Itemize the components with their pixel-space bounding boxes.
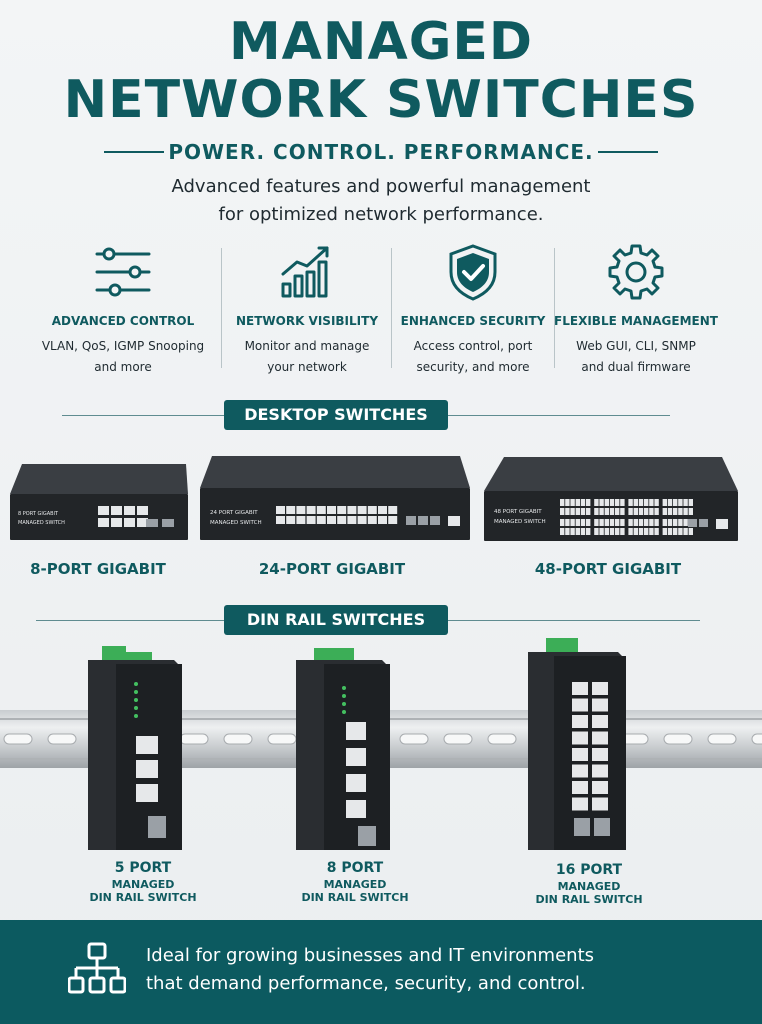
- footer-line1: Ideal for growing businesses and IT envi…: [146, 945, 595, 966]
- din-switch-16port: [528, 638, 626, 850]
- page-title-line1: MANAGED: [228, 12, 534, 72]
- tagline-rule-left: [104, 151, 164, 153]
- feature-desc-line1: Monitor and manage: [244, 339, 370, 353]
- din-label-line2: MANAGED: [111, 878, 175, 891]
- feature-desc-line2: and dual firmware: [581, 360, 691, 374]
- din-label-line3: DIN RAIL SWITCH: [301, 891, 409, 904]
- device-label: MANAGED SWITCH: [18, 520, 65, 526]
- feature-desc-line2: and more: [94, 360, 152, 374]
- din-label-5port: 5 PORT MANAGED DIN RAIL SWITCH: [84, 860, 202, 904]
- din-label-line1: 5 PORT: [114, 860, 172, 876]
- feature-desc-line1: Web GUI, CLI, SNMP: [576, 339, 696, 353]
- footer-line2: that demand performance, security, and c…: [146, 973, 586, 994]
- section-rule-right: [448, 415, 670, 416]
- device-label: 8 PORT GIGABIT: [18, 511, 59, 517]
- din-switch-8port: [296, 648, 390, 850]
- device-label: 24 PORT GIGABIT: [210, 510, 258, 516]
- desktop-switch-8port: 8 PORT GIGABIT MANAGED SWITCH: [10, 464, 188, 540]
- page-title-line2: NETWORK SWITCHES: [63, 70, 699, 130]
- feature-desc-line2: security, and more: [416, 360, 530, 374]
- tagline-row: POWER. CONTROL. PERFORMANCE.: [0, 138, 762, 166]
- feature-network-visibility: NETWORK VISIBILITY Monitor and manage yo…: [222, 240, 392, 378]
- tagline: POWER. CONTROL. PERFORMANCE.: [168, 140, 594, 164]
- description-line2: for optimized network performance.: [218, 204, 544, 225]
- desktop-switch-48port: 48 PORT GIGABIT MANAGED SWITCH: [484, 457, 738, 541]
- gear-icon: [551, 240, 721, 304]
- section-rule-left: [62, 415, 224, 416]
- din-label-line2: MANAGED: [557, 880, 621, 893]
- feature-desc-line1: Access control, port: [413, 339, 533, 353]
- feature-desc-line2: your network: [267, 360, 347, 374]
- feature-title: ADVANCED CONTROL: [51, 314, 195, 328]
- din-label-line3: DIN RAIL SWITCH: [535, 893, 643, 906]
- feature-title: FLEXIBLE MANAGEMENT: [554, 314, 718, 328]
- din-label-line1: 8 PORT: [326, 860, 384, 876]
- description-line1: Advanced features and powerful managemen…: [171, 176, 591, 197]
- din-label-line3: DIN RAIL SWITCH: [89, 891, 197, 904]
- product-label-8port: 8-PORT GIGABIT: [30, 560, 166, 578]
- din-switch-5port: [88, 646, 182, 850]
- shield-check-icon: [388, 240, 558, 304]
- feature-divider: [554, 248, 555, 368]
- product-label-48port: 48-PORT GIGABIT: [534, 560, 682, 578]
- feature-title: ENHANCED SECURITY: [400, 314, 546, 328]
- device-label: MANAGED SWITCH: [210, 520, 262, 526]
- desktop-switch-24port: 24 PORT GIGABIT MANAGED SWITCH: [200, 456, 470, 540]
- din-rail-switches-banner: DIN RAIL SWITCHES: [224, 605, 448, 635]
- feature-advanced-control: ADVANCED CONTROL VLAN, QoS, IGMP Snoopin…: [38, 240, 208, 378]
- section-rule-left: [36, 620, 224, 621]
- din-label-line1: 16 PORT: [555, 862, 623, 878]
- device-label: 48 PORT GIGABIT: [494, 509, 542, 515]
- sliders-icon: [38, 240, 208, 304]
- device-label: MANAGED SWITCH: [494, 519, 546, 525]
- feature-desc-line1: VLAN, QoS, IGMP Snooping: [41, 339, 205, 353]
- feature-divider: [221, 248, 222, 368]
- feature-enhanced-security: ENHANCED SECURITY Access control, port s…: [388, 240, 558, 378]
- feature-title: NETWORK VISIBILITY: [235, 314, 379, 328]
- tagline-rule-right: [598, 151, 658, 153]
- footer: Ideal for growing businesses and IT envi…: [0, 920, 762, 1024]
- feature-divider: [391, 248, 392, 368]
- network-hierarchy-icon: [68, 942, 126, 994]
- din-label-line2: MANAGED: [323, 878, 387, 891]
- section-rule-right: [448, 620, 700, 621]
- bar-chart-icon: [222, 240, 392, 304]
- din-label-8port: 8 PORT MANAGED DIN RAIL SWITCH: [296, 860, 414, 904]
- din-label-16port: 16 PORT MANAGED DIN RAIL SWITCH: [530, 862, 648, 906]
- desktop-switches-banner: DESKTOP SWITCHES: [224, 400, 448, 430]
- product-label-24port: 24-PORT GIGABIT: [258, 560, 406, 578]
- feature-flexible-management: FLEXIBLE MANAGEMENT Web GUI, CLI, SNMP a…: [551, 240, 721, 378]
